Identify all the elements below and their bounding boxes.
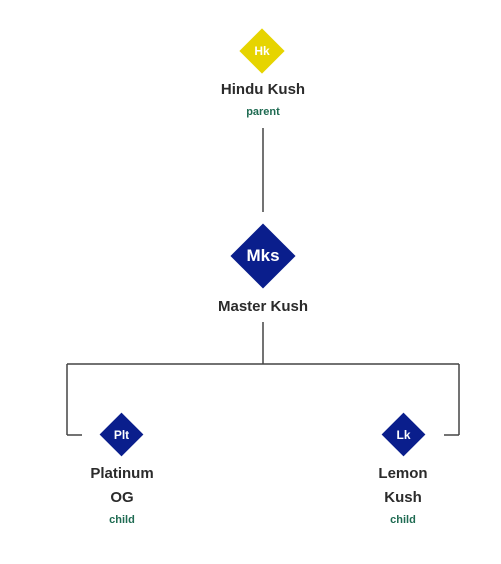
center-name: Master Kush xyxy=(217,298,309,315)
center-badge-label: Mks xyxy=(246,246,280,265)
child-name: Platinum OG xyxy=(90,465,154,506)
child-badge-label: Plt xyxy=(113,428,130,442)
child-role: child xyxy=(390,514,416,526)
child-name: Lemon Kush xyxy=(378,465,428,506)
child-badge-label: Lk xyxy=(396,428,411,442)
child-role: child xyxy=(109,514,135,526)
parent-name: Hindu Kush xyxy=(220,81,306,98)
parent-role: parent xyxy=(246,106,280,118)
parent-badge-label: Hk xyxy=(254,44,270,58)
